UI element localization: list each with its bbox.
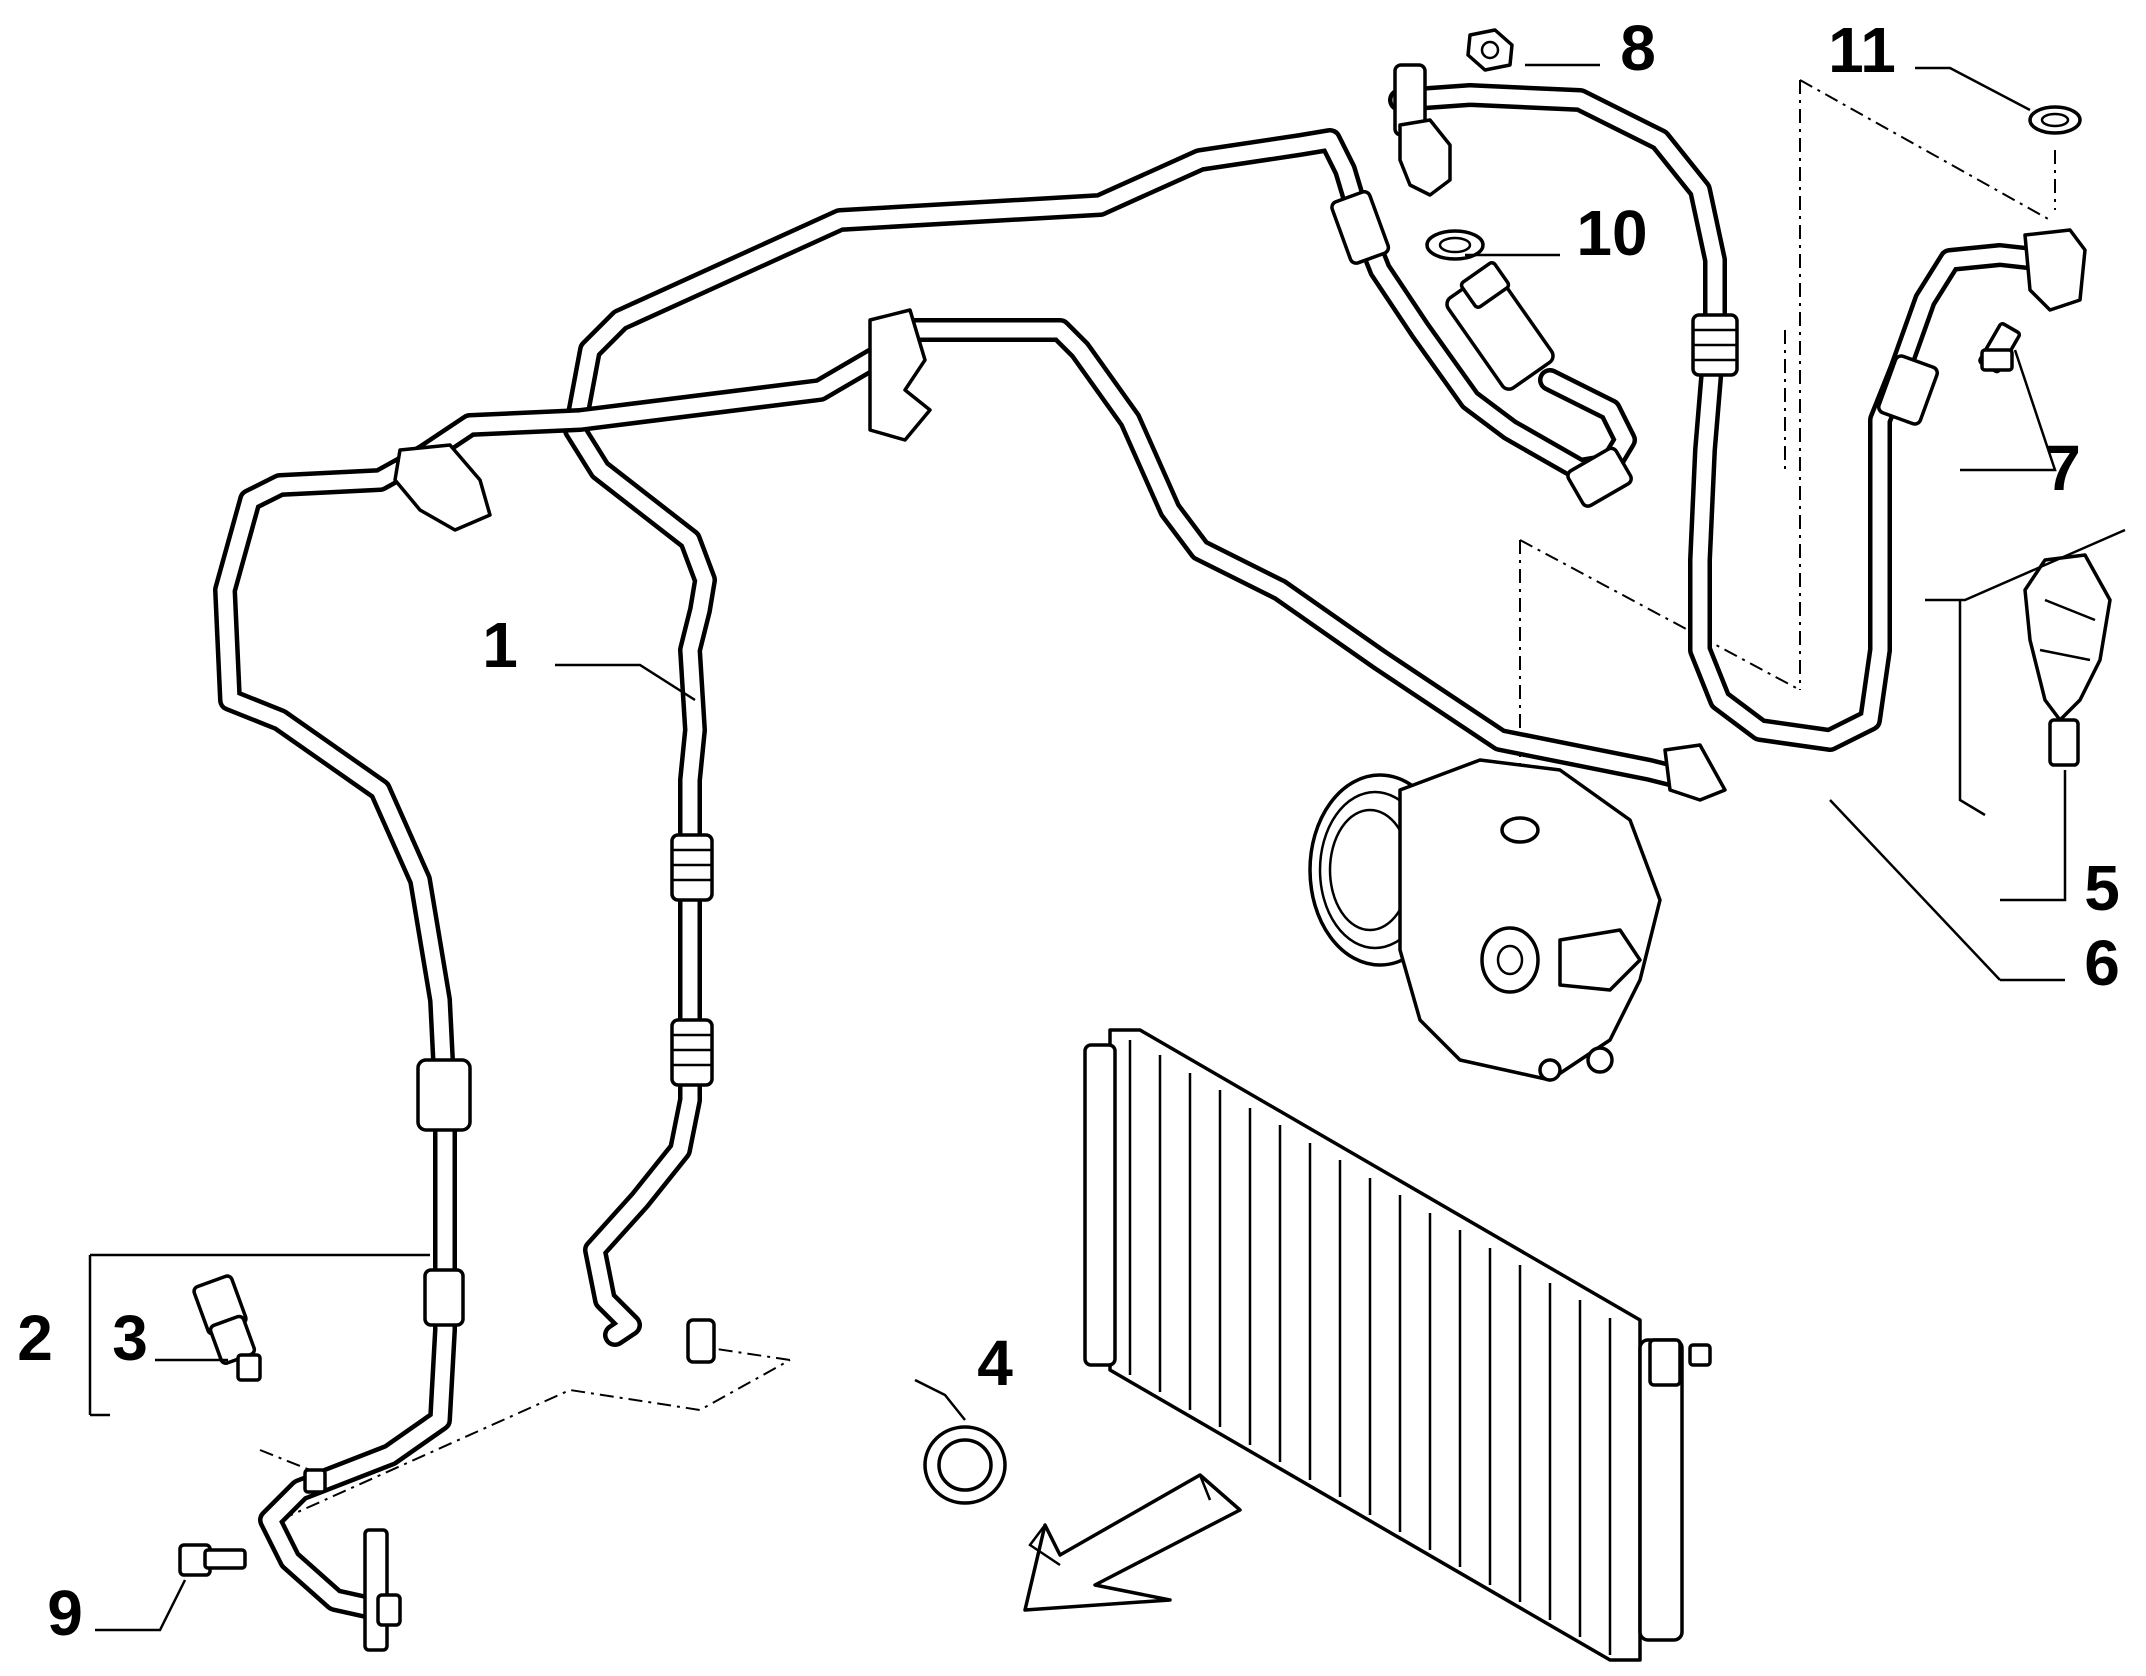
hose-bracket-middle bbox=[868, 308, 932, 442]
lower-flange-fitting bbox=[363, 1528, 402, 1652]
part-5-hose-clip bbox=[2023, 553, 2112, 767]
part-10-seal-ring bbox=[1425, 229, 1485, 261]
callout-8: 8 bbox=[1620, 12, 1656, 84]
callout-2: 2 bbox=[17, 1302, 53, 1374]
hose-6-suction-line bbox=[1388, 63, 2087, 752]
part-11-seal-ring bbox=[2028, 105, 2082, 135]
part-7-bolt bbox=[1978, 322, 2022, 374]
upper-right-fitting-block bbox=[2023, 228, 2087, 312]
callout-3: 3 bbox=[112, 1302, 148, 1374]
callout-4: 4 bbox=[977, 1327, 1013, 1399]
callout-10: 10 bbox=[1576, 197, 1647, 269]
pressure-switch-upper bbox=[1445, 261, 1555, 391]
callout-9: 9 bbox=[47, 1577, 83, 1649]
hose-2-liquid-line bbox=[213, 308, 1727, 1652]
part-9-bolt bbox=[178, 1543, 247, 1577]
part-4-seal bbox=[923, 1425, 1007, 1505]
callout-labels: 1 2 3 4 5 6 7 8 9 10 11 bbox=[17, 12, 2120, 1649]
callout-leader-lines bbox=[88, 63, 2126, 1632]
upper-left-fitting-block bbox=[1393, 63, 1452, 197]
callout-11: 11 bbox=[1828, 14, 1896, 86]
part-8-nut bbox=[1466, 28, 1514, 72]
condenser bbox=[1083, 1028, 1712, 1662]
vehicle-direction-arrow bbox=[1023, 1473, 1242, 1612]
hose-end-bracket-compressor bbox=[1663, 743, 1727, 802]
callout-1: 1 bbox=[482, 609, 518, 681]
ac-compressor bbox=[1308, 758, 1662, 1082]
hose-1-discharge-line bbox=[563, 128, 1637, 1364]
callout-5: 5 bbox=[2084, 852, 2120, 924]
callout-7: 7 bbox=[2045, 432, 2081, 504]
part-3-pressure-switch bbox=[192, 1274, 262, 1382]
hose-bracket-left bbox=[393, 443, 492, 532]
callout-6: 6 bbox=[2084, 927, 2120, 999]
